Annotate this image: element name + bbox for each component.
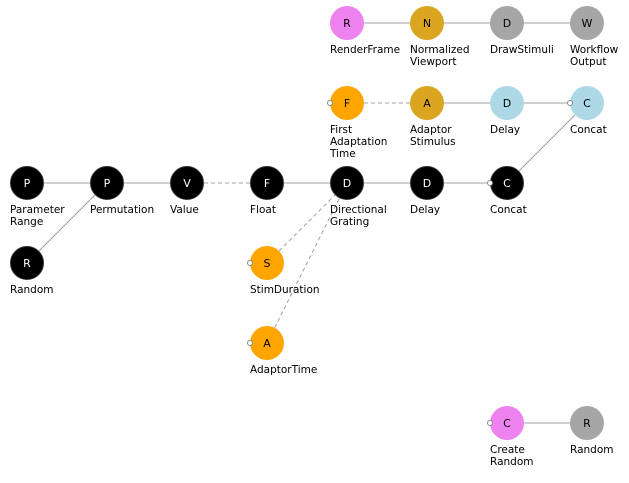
node-label: First Adaptation Time — [330, 124, 388, 160]
node-circle[interactable]: F — [250, 166, 284, 200]
workflow-node[interactable]: D DrawStimuli — [490, 6, 600, 56]
node-label: Concat — [570, 124, 607, 136]
node-label: Permutation — [90, 204, 155, 216]
node-label: Delay — [410, 204, 441, 216]
workflow-node[interactable]: A Adaptor Stimulus — [410, 86, 520, 148]
input-port-icon[interactable] — [247, 260, 253, 266]
node-label: DrawStimuli — [490, 44, 554, 56]
node-label: Float — [250, 204, 276, 216]
input-port-icon[interactable] — [327, 100, 333, 106]
edge-n7-n14 — [518, 114, 576, 172]
node-label: Normalized Viewport — [410, 44, 470, 68]
node-label: Adaptor Stimulus — [410, 124, 456, 148]
node-circle[interactable]: A — [250, 326, 284, 360]
node-circle[interactable]: V — [170, 166, 204, 200]
workflow-node[interactable]: D Delay — [490, 86, 600, 136]
node-label: Random — [10, 284, 54, 296]
workflow-node[interactable]: F Float — [250, 166, 360, 216]
node-circle[interactable]: N — [410, 6, 444, 40]
node-label: AdaptorTime — [250, 364, 318, 376]
input-port-icon[interactable] — [247, 340, 253, 346]
workflow-node[interactable]: V Value — [170, 166, 280, 216]
workflow-node[interactable]: P Permutation — [90, 166, 200, 216]
node-circle[interactable]: C — [570, 86, 604, 120]
input-port-icon[interactable] — [487, 420, 493, 426]
workflow-node[interactable]: N Normalized Viewport — [410, 6, 520, 68]
input-port-icon[interactable] — [567, 100, 573, 106]
node-circle[interactable]: R — [330, 6, 364, 40]
node-circle[interactable]: C — [490, 166, 524, 200]
workflow-node[interactable]: C Concat — [567, 86, 629, 136]
workflow-node[interactable]: A AdaptorTime — [247, 326, 360, 376]
edge-n10-n5 — [274, 197, 340, 329]
node-circle[interactable]: S — [250, 246, 284, 280]
workflow-node[interactable]: R Random — [570, 406, 629, 456]
workflow-node[interactable]: P Parameter Range — [10, 166, 120, 228]
node-label: Random — [570, 444, 614, 456]
node-label: Create Random — [490, 444, 534, 468]
node-circle[interactable]: D — [490, 86, 524, 120]
workflow-node[interactable]: S StimDuration — [247, 246, 360, 296]
workflow-node[interactable]: D Directional Grating — [330, 166, 440, 228]
node-circle[interactable]: W — [570, 6, 604, 40]
node-label: RenderFrame — [330, 44, 401, 56]
node-label: Value — [170, 204, 199, 216]
workflow-node[interactable]: W Workflow Output — [570, 6, 629, 68]
workflow-node[interactable]: R Random — [10, 246, 120, 296]
edge-n8-n2 — [38, 194, 96, 252]
edge-n9-n5 — [278, 194, 336, 252]
workflow-node[interactable]: C Create Random — [487, 406, 600, 468]
node-circle[interactable]: A — [410, 86, 444, 120]
node-circle[interactable]: P — [90, 166, 124, 200]
node-label: Directional Grating — [330, 204, 387, 228]
node-label: Parameter Range — [10, 204, 65, 228]
node-circle[interactable]: R — [10, 246, 44, 280]
node-circle[interactable]: C — [490, 406, 524, 440]
workflow-node[interactable]: D Delay — [410, 166, 520, 216]
node-circle[interactable]: R — [570, 406, 604, 440]
node-circle[interactable]: D — [410, 166, 444, 200]
workflow-node[interactable]: C Concat — [487, 166, 600, 216]
node-label: StimDuration — [250, 284, 320, 296]
input-port-icon[interactable] — [487, 180, 493, 186]
node-label: Workflow Output — [570, 44, 619, 68]
node-circle[interactable]: D — [330, 166, 364, 200]
node-circle[interactable]: D — [490, 6, 524, 40]
node-label: Concat — [490, 204, 527, 216]
node-label: Delay — [490, 124, 521, 136]
node-circle[interactable]: F — [330, 86, 364, 120]
node-circle[interactable]: P — [10, 166, 44, 200]
workflow-node[interactable]: F First Adaptation Time — [327, 86, 440, 160]
workflow-node[interactable]: R RenderFrame — [330, 6, 440, 56]
